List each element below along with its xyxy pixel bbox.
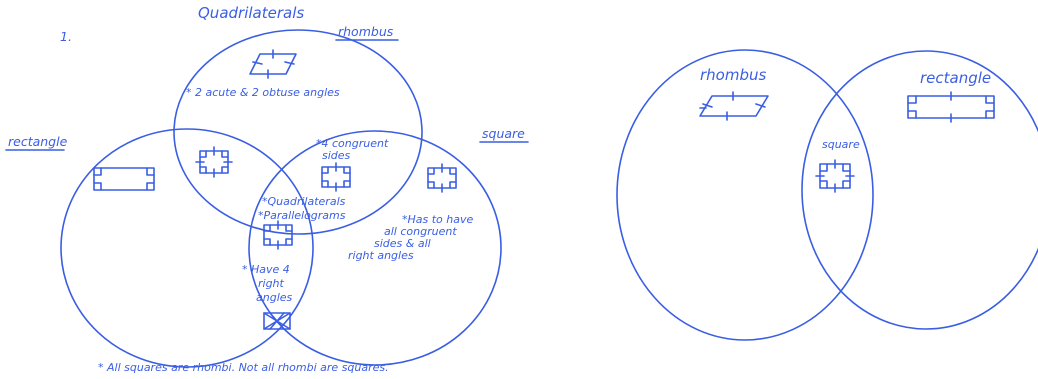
problem-number: 1. [60, 29, 72, 44]
rhombus-note: * 2 acute & 2 obtuse angles [186, 86, 340, 99]
rectangle-label: rectangle [8, 134, 68, 149]
square-note-line2: all congruent [384, 225, 457, 238]
congruent-note-line1: *4 congruent [316, 137, 389, 150]
quadrilaterals-note: *Quadrilaterals [262, 195, 346, 208]
square-label-2: square [822, 138, 860, 151]
square-note-line4: right angles [348, 249, 414, 262]
rhombus-circle [173, 29, 423, 235]
rectangle-shape [93, 167, 155, 191]
right-angles-note-line2: right [258, 277, 285, 290]
diagram-title: Quadrilaterals [198, 4, 304, 22]
square-shape-2 [815, 159, 855, 193]
square-shape-rhombus-square [321, 162, 351, 192]
congruent-note-line2: sides [322, 149, 351, 162]
parallelograms-note: *Parallelograms [258, 209, 346, 222]
rhombus-label-2: rhombus [700, 66, 766, 84]
diagram-2: rhombus rectangle square [616, 49, 1038, 341]
rectangle-label-2: rectangle [920, 69, 991, 87]
square-shape-center [263, 220, 293, 250]
rhombus-circle-2 [616, 49, 874, 341]
square-label: square [482, 126, 525, 141]
square-note-line3: sides & all [374, 237, 431, 250]
rectangle-shape-2 [907, 91, 995, 123]
square-circle [248, 130, 502, 366]
square-shape-rhombus-rectangle [195, 146, 233, 178]
square-shape-square-only [427, 163, 457, 193]
square-shape-bottom [263, 312, 291, 330]
rhombus-shape-2 [699, 91, 769, 121]
rhombus-shape [249, 49, 297, 79]
rectangle-circle-2 [801, 50, 1038, 330]
footer-note: * All squares are rhombi. Not all rhombi… [98, 361, 389, 374]
square-note-line1: *Has to have [402, 213, 474, 226]
diagram-1: 1. Quadrilaterals rhombus rectangle squa… [5, 4, 529, 374]
right-angles-note-line1: * Have 4 [242, 263, 290, 276]
right-angles-note-line3: angles [256, 291, 293, 304]
rhombus-label: rhombus [338, 24, 394, 39]
rectangle-circle [60, 128, 314, 368]
